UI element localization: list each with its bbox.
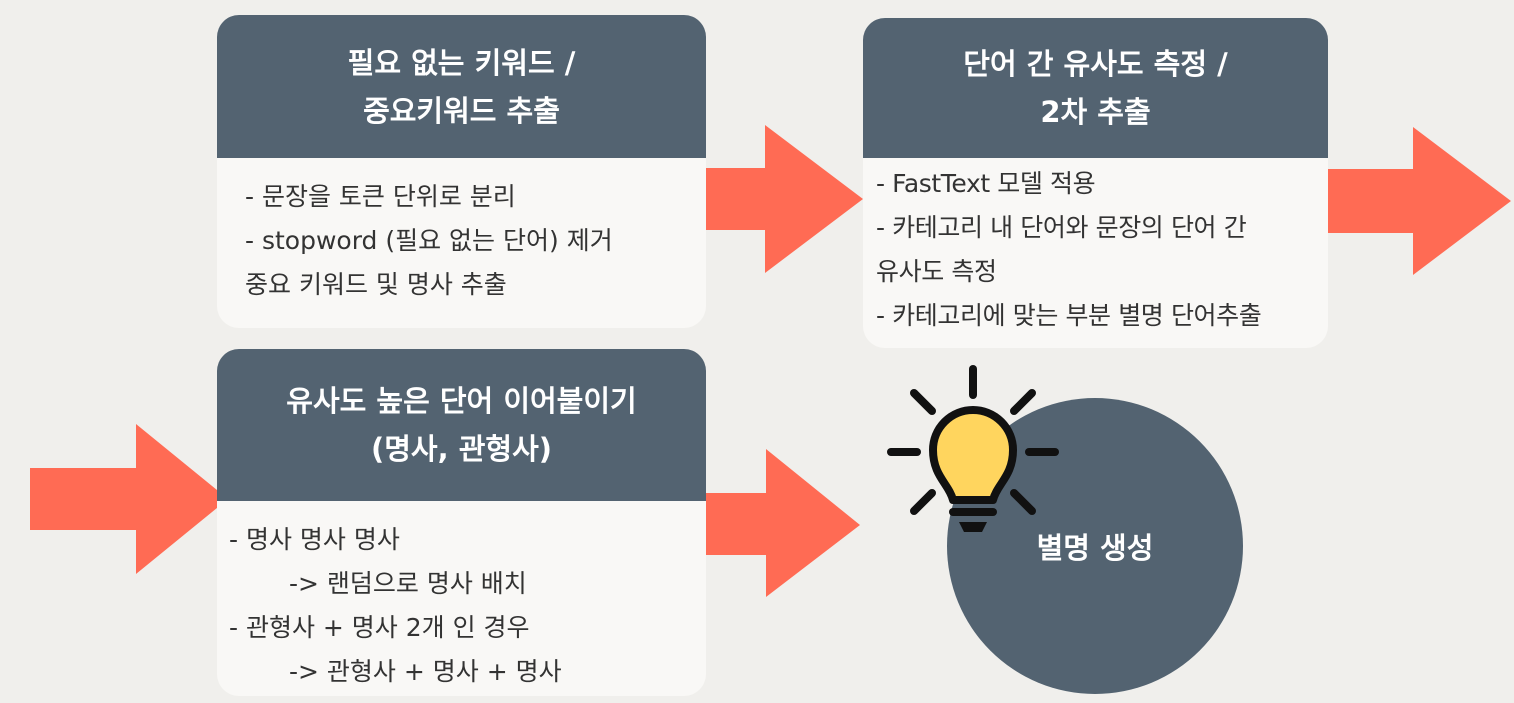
body-line: - 카테고리에 맞는 부분 별명 단어추출 [876,301,1262,330]
body-line: 유사도 측정 [876,257,997,286]
title-line: 단어 간 유사도 측정 / [963,47,1228,81]
arrow-right-icon [30,424,228,574]
body-line: - stopword (필요 없는 단어) 제거 [245,226,613,255]
lightbulb-icon [887,365,1059,532]
body-line: 중요 키워드 및 명사 추출 [245,270,507,299]
title-line: 유사도 높은 단어 이어붙이기 [286,384,637,418]
keyword-extraction-title: 필요 없는 키워드 / 중요키워드 추출 [217,15,706,158]
title-line: 2차 추출 [1040,95,1151,129]
body-line: - 관형사 + 명사 2개 인 경우 [229,613,530,642]
body-line: -> 랜덤으로 명사 배치 [289,569,527,598]
result-label: 별명 생성 [1036,531,1154,565]
combine-body: - 명사 명사 명사 -> 랜덤으로 명사 배치 - 관형사 + 명사 2개 인… [217,501,706,694]
arrow-right-icon [663,125,863,273]
title-line: 필요 없는 키워드 / [347,45,576,80]
arrow-right-icon [1313,127,1511,275]
body-line: -> 관형사 + 명사 + 명사 [289,657,562,686]
keyword-extraction-body: - 문장을 토큰 단위로 분리 - stopword (필요 없는 단어) 제거… [217,158,706,307]
body-line: - 문장을 토큰 단위로 분리 [245,182,516,211]
body-line: - FastText 모델 적용 [876,169,1096,198]
title-line: 중요키워드 추출 [363,93,560,128]
similarity-title: 단어 간 유사도 측정 / 2차 추출 [863,18,1328,158]
similarity-body: - FastText 모델 적용 - 카테고리 내 단어와 문장의 단어 간 유… [863,158,1328,338]
keyword-extraction-box: 필요 없는 키워드 / 중요키워드 추출 - 문장을 토큰 단위로 분리 - s… [217,15,706,328]
combine-box: 유사도 높은 단어 이어붙이기 (명사, 관형사) - 명사 명사 명사 -> … [217,349,706,696]
body-line: - 명사 명사 명사 [229,525,400,554]
title-line: (명사, 관형사) [370,432,553,466]
arrow-right-icon [662,449,860,597]
body-line: - 카테고리 내 단어와 문장의 단어 간 [876,213,1247,242]
similarity-box: 단어 간 유사도 측정 / 2차 추출 - FastText 모델 적용 - 카… [863,18,1328,348]
combine-title: 유사도 높은 단어 이어붙이기 (명사, 관형사) [217,349,706,501]
